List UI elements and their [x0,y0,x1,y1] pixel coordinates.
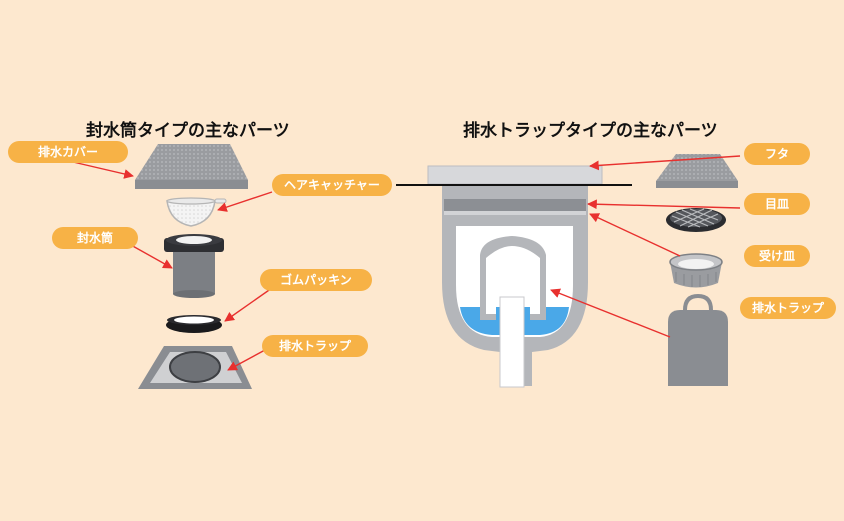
label-drain-trap-right: 排水トラップ [740,297,836,319]
label-drain-trap-left: 排水トラップ [262,335,368,357]
hair-catcher-illustration [166,197,227,227]
label-receiving-tray: 受け皿 [744,245,810,267]
receiving-tray-illustration [669,253,723,288]
label-grate: 目皿 [744,193,810,215]
rubber-gasket-illustration [166,315,222,333]
right-section-title: 排水トラップタイプの主なパーツ [463,121,718,141]
drain-cover-illustration [135,144,248,189]
drain-trap-cross-section [396,165,632,388]
label-lid: フタ [744,143,810,165]
left-arrows [72,161,273,371]
grate-illustration [666,208,726,232]
label-seal-cylinder: 封水筒 [52,227,138,249]
drain-trap-illustration-left [138,346,252,389]
right-arrows [550,155,741,338]
label-hair-catcher: ヘアキャッチャー [272,174,392,196]
left-section-title: 封水筒タイプの主なパーツ [86,121,290,141]
label-drain-cover: 排水カバー [8,141,128,163]
label-rubber-gasket: ゴムパッキン [260,269,372,291]
seal-cylinder-illustration [164,234,224,298]
drain-trap-illustration-right [668,293,728,386]
